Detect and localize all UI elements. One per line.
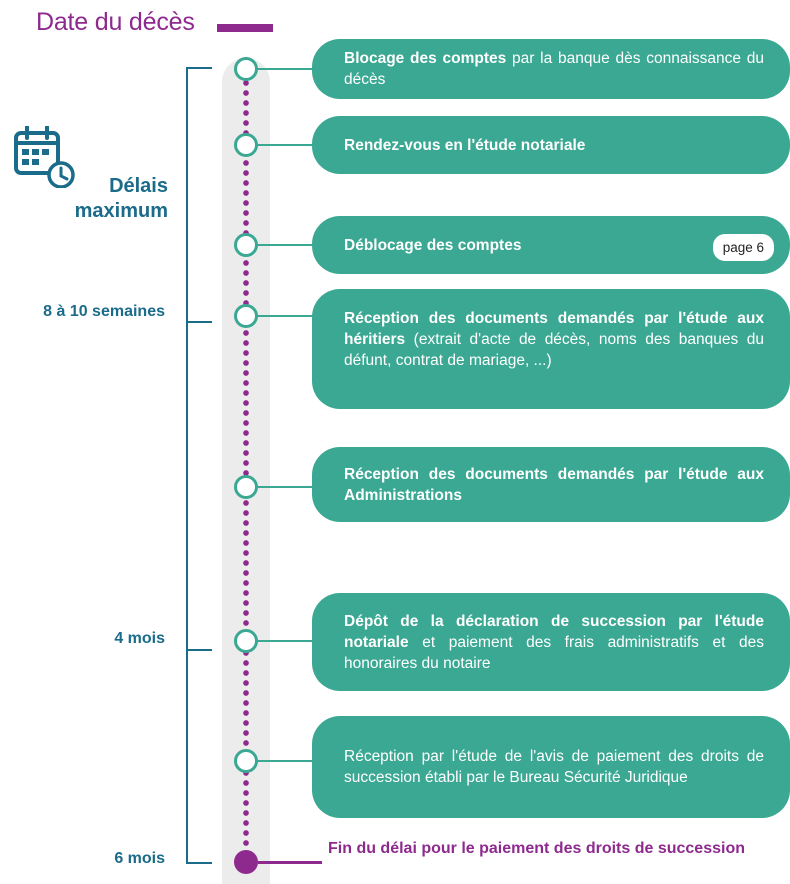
time-marker-6-months: 6 mois: [114, 850, 165, 867]
connector: [256, 68, 316, 70]
bracket-tick-top: [186, 67, 212, 69]
end-connector: [258, 861, 322, 864]
bracket-tick-6: [186, 862, 212, 864]
step-card-administrations-documents: Réception des documents demandés par l'é…: [312, 447, 790, 522]
step-card-appointment: Rendez-vous en l'étude notariale: [312, 116, 790, 174]
time-bracket: [186, 67, 188, 864]
step-card-succession-declaration: Dépôt de la déclaration de succession pa…: [312, 593, 790, 691]
timeline-node: [234, 233, 258, 257]
step-text: et paiement des frais administratifs et …: [344, 633, 764, 672]
step-title: Réception des documents demandés par l'é…: [344, 310, 764, 348]
step-title: Rendez-vous en l'étude notariale: [344, 136, 586, 154]
delays-legend-line1: Délais: [109, 175, 168, 197]
step-text: par la banque dès connaissance du décès: [344, 50, 765, 88]
page-reference-badge[interactable]: page 6: [712, 234, 774, 261]
title-underline: [217, 24, 273, 32]
calendar-clock-icon: [14, 125, 76, 189]
timeline-node: [234, 57, 258, 81]
connector: [256, 486, 316, 488]
connector: [256, 315, 316, 317]
step-text: Réception par l'étude de l'avis de paiem…: [344, 748, 764, 786]
delays-legend: Délais maximum: [64, 174, 168, 224]
connector: [256, 640, 316, 642]
timeline-node: [234, 475, 258, 499]
step-title: Réception des documents demandés par l'é…: [344, 465, 764, 504]
end-text: Fin du délai pour le paiement des droits…: [328, 840, 745, 857]
page-title: Date du décès: [36, 8, 195, 36]
time-marker-8-10-weeks: 8 à 10 semaines: [43, 303, 165, 320]
timeline-node: [234, 749, 258, 773]
step-title: Blocage des comptes: [344, 50, 507, 67]
timeline-node: [234, 133, 258, 157]
timeline-end-node: [234, 850, 258, 874]
connector: [256, 244, 316, 246]
timeline-node: [234, 629, 258, 653]
delays-legend-line2: maximum: [74, 200, 168, 222]
connector: [256, 144, 316, 146]
time-marker-4-months: 4 mois: [114, 630, 165, 647]
step-card-payment-notice: Réception par l'étude de l'avis de paiem…: [312, 716, 790, 818]
step-card-account-freeze: Blocage des comptes par la banque dès co…: [312, 39, 790, 99]
timeline-dotted-line: [242, 78, 250, 860]
step-card-account-release: Déblocage des comptes page 6: [312, 216, 790, 274]
step-card-heirs-documents: Réception des documents demandés par l'é…: [312, 289, 790, 409]
bracket-tick-8-10: [186, 321, 212, 323]
step-title: Déblocage des comptes: [344, 236, 522, 254]
connector: [256, 760, 316, 762]
step-text: (extrait d'acte de décès, noms des banqu…: [344, 331, 764, 369]
bracket-tick-4: [186, 649, 212, 651]
step-title: Dépôt de la déclaration de succession pa…: [344, 612, 764, 651]
timeline-node: [234, 304, 258, 328]
